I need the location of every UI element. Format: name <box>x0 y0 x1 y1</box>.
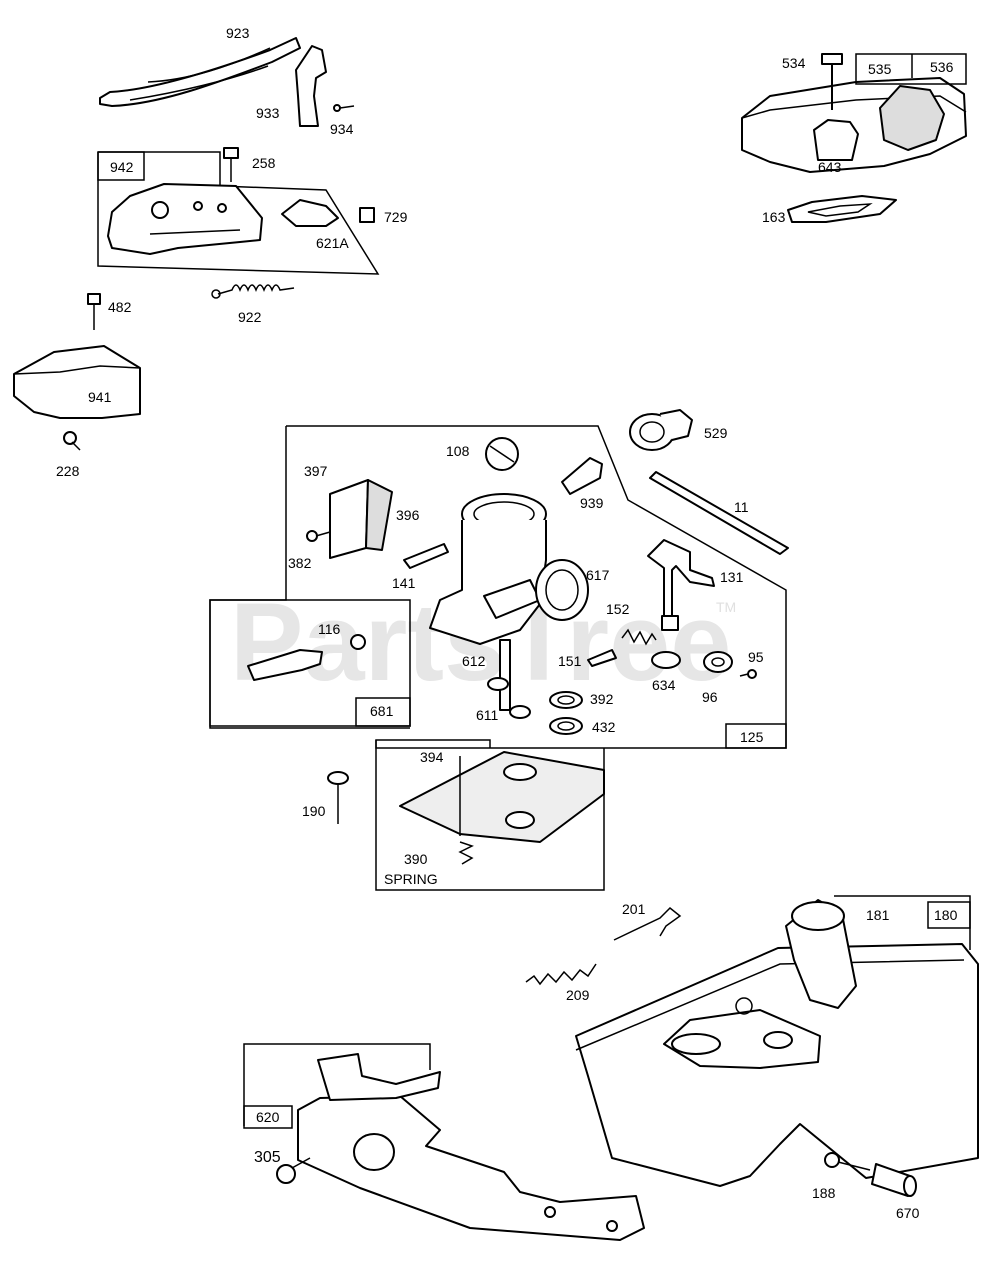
label-634: 634 <box>652 677 676 693</box>
part-621A-lever <box>281 199 339 227</box>
label-536: 536 <box>930 59 954 75</box>
part-934-screw <box>333 104 355 112</box>
part-941-cover <box>13 345 141 419</box>
part-432-washer <box>549 717 583 735</box>
label-209: 209 <box>566 987 590 1003</box>
label-397: 397 <box>304 463 328 479</box>
label-96: 96 <box>702 689 718 705</box>
label-201: 201 <box>622 901 646 917</box>
label-923: 923 <box>226 25 250 41</box>
label-125: 125 <box>740 729 764 745</box>
part-108-choke <box>485 437 519 471</box>
label-617: 617 <box>586 567 610 583</box>
part-390-spring <box>458 841 474 865</box>
part-529-grommet <box>629 409 693 451</box>
label-621A: 621A <box>316 235 349 251</box>
label-116: 116 <box>318 621 341 637</box>
label-228: 228 <box>56 463 80 479</box>
label-432: 432 <box>592 719 616 735</box>
label-131: 131 <box>720 569 744 585</box>
label-482: 482 <box>108 299 132 315</box>
part-116-needle <box>247 634 366 681</box>
label-181: 181 <box>866 907 890 923</box>
part-228-screw <box>63 431 81 451</box>
part-634-washer <box>651 651 681 669</box>
part-534-bolt <box>821 53 843 110</box>
label-620: 620 <box>256 1109 280 1125</box>
part-670-bushing <box>871 1163 917 1197</box>
part-397-filter <box>329 479 393 559</box>
label-163: 163 <box>762 209 786 225</box>
label-390: 390 <box>404 851 428 867</box>
label-382: 382 <box>288 555 312 571</box>
label-180: 180 <box>934 907 958 923</box>
part-923-link <box>99 37 301 107</box>
part-382-screw <box>306 530 331 542</box>
part-939-shaft <box>561 457 603 495</box>
part-942-outline <box>97 151 380 275</box>
label-108: 108 <box>446 443 470 459</box>
label-643: 643 <box>818 159 842 175</box>
label-941: 941 <box>88 389 112 405</box>
label-922: 922 <box>238 309 262 325</box>
label-95: 95 <box>748 649 764 665</box>
label-151: 151 <box>558 653 582 669</box>
part-11-tube <box>649 471 789 555</box>
label-258: 258 <box>252 155 276 171</box>
label-534: 534 <box>782 55 806 71</box>
part-carburetor-body <box>429 493 589 645</box>
part-188-bolt <box>824 1152 871 1171</box>
label-141: 141 <box>392 575 416 591</box>
part-922-spring <box>211 284 295 299</box>
part-163-gasket <box>787 195 897 223</box>
label-396: 396 <box>396 507 420 523</box>
part-180-tank <box>575 895 979 1187</box>
label-612: 612 <box>462 653 486 669</box>
label-535: 535 <box>868 61 892 77</box>
part-190-screw <box>327 771 349 824</box>
label-11: 11 <box>734 499 749 515</box>
label-942: 942 <box>110 159 134 175</box>
part-536-air-cleaner <box>741 53 967 173</box>
part-681-outline <box>209 599 411 727</box>
watermark-tm: TM <box>716 599 736 615</box>
label-933: 933 <box>256 105 280 121</box>
label-394: 394 <box>420 749 444 765</box>
label-spring: SPRING <box>384 871 438 887</box>
part-258-screw <box>223 147 239 182</box>
part-394-diaphragm <box>399 751 605 843</box>
part-620-bracket <box>243 1043 645 1241</box>
label-611: 611 <box>476 707 499 723</box>
part-141-pin <box>403 543 449 569</box>
part-152-spring <box>621 628 657 646</box>
part-390-outline <box>375 740 605 891</box>
label-670: 670 <box>896 1205 920 1221</box>
part-131-pickup <box>647 539 715 631</box>
part-612-tube <box>487 639 511 711</box>
part-151-screw <box>587 649 617 667</box>
label-190: 190 <box>302 803 326 819</box>
part-96-ring <box>703 651 733 673</box>
label-729: 729 <box>384 209 408 225</box>
part-611-washer <box>509 705 531 719</box>
part-392-washer <box>549 691 583 709</box>
part-933-clip <box>295 45 327 127</box>
part-181-neck <box>785 899 857 1009</box>
label-681: 681 <box>370 703 394 719</box>
part-482-screw <box>87 293 101 330</box>
label-939: 939 <box>580 495 604 511</box>
label-529: 529 <box>704 425 728 441</box>
part-209-spring <box>525 963 597 986</box>
label-305: 305 <box>254 1149 281 1166</box>
label-392: 392 <box>590 691 614 707</box>
label-152: 152 <box>606 601 630 617</box>
part-95-screw <box>739 669 757 679</box>
label-934: 934 <box>330 121 354 137</box>
part-729-clip <box>359 207 375 223</box>
part-201-clip <box>613 906 682 941</box>
label-188: 188 <box>812 1185 836 1201</box>
part-305-bolt <box>276 1157 311 1184</box>
